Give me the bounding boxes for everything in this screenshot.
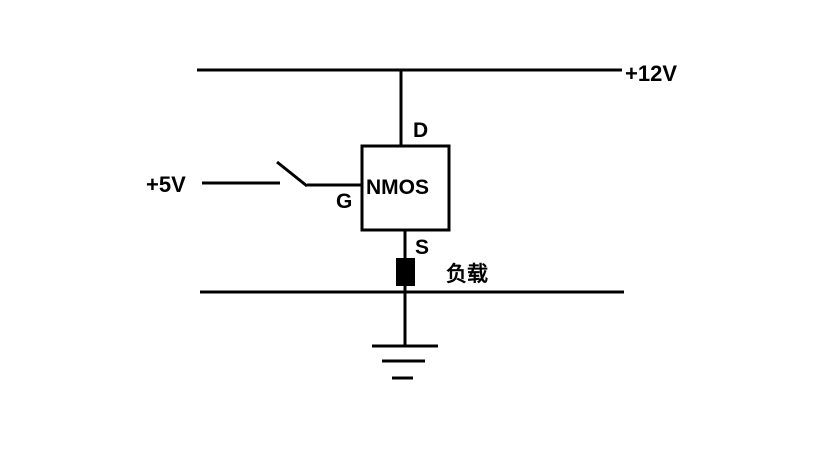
drain-label: D	[413, 119, 428, 142]
gate-label: G	[336, 190, 352, 213]
supply-gate-label: +5V	[146, 172, 186, 197]
gate-switch-blade	[276, 160, 308, 188]
load-label: 负载	[446, 262, 488, 286]
source-label: S	[415, 236, 429, 259]
nmos-label: NMOS	[366, 176, 429, 199]
load-resistor	[396, 258, 415, 286]
supply-high-label: +12V	[625, 61, 677, 86]
ground-icon	[372, 344, 438, 380]
